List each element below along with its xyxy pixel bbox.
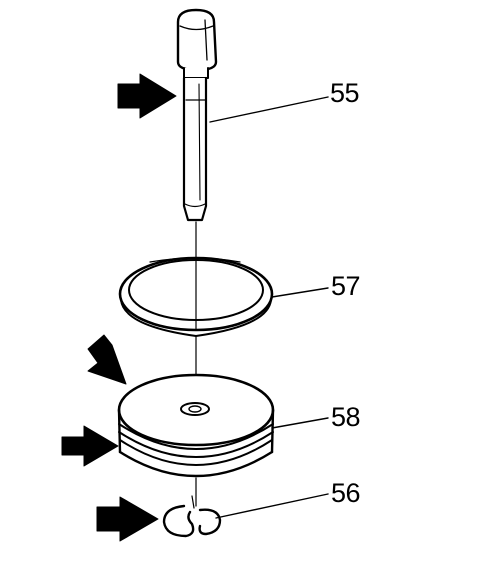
leader-55 (209, 96, 329, 123)
callout-57: 57 (331, 271, 361, 301)
leader-58 (271, 417, 329, 429)
leader-56 (215, 493, 329, 519)
arrow-icon (61, 425, 119, 467)
part-55-tool (176, 8, 218, 331)
callout-55: 55 (330, 78, 360, 108)
arrow-icon (87, 334, 127, 385)
callout-58: 58 (331, 402, 361, 432)
part-56-clip (162, 495, 222, 538)
leader-lines (209, 96, 329, 519)
part-58-piston (117, 373, 275, 478)
part-57-ring (118, 256, 274, 337)
arrow-icon (96, 496, 159, 542)
pointer-arrows (61, 73, 177, 542)
callout-56: 56 (331, 478, 361, 508)
arrow-icon (117, 73, 177, 119)
leader-57 (271, 287, 329, 298)
